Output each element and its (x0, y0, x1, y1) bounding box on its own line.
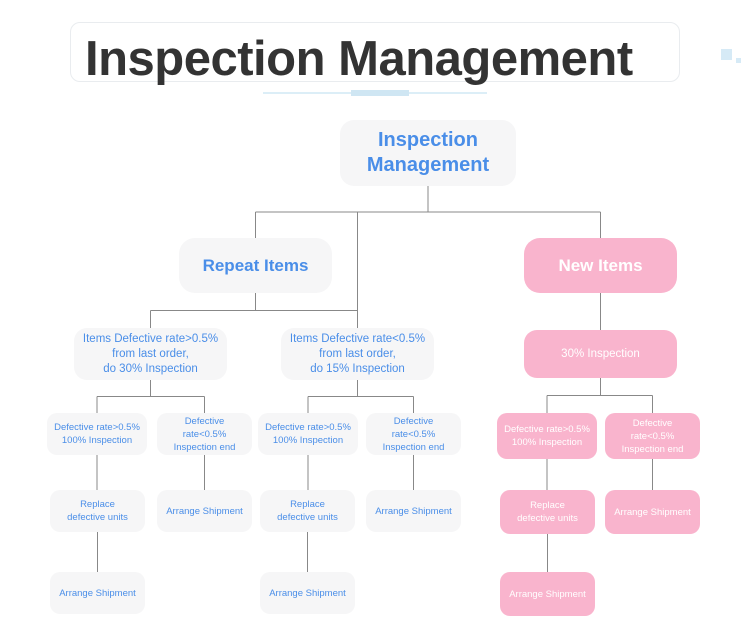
flow-node-new-a-end[interactable]: Arrange Shipment (500, 572, 595, 616)
flow-node-label: Arrange Shipment (375, 505, 452, 518)
flow-node-rep-a-lt[interactable]: Defective rate<0.5% Inspection end (157, 413, 252, 455)
flow-node-new-a-lt[interactable]: Defective rate<0.5% Inspection end (605, 413, 700, 459)
flow-node-label: Defective rate<0.5% Inspection end (611, 417, 694, 456)
decorative-square-small-icon (736, 58, 741, 63)
flow-node-label: Replace defective units (277, 498, 338, 524)
flow-node-label: Arrange Shipment (269, 587, 346, 600)
flow-node-repeat[interactable]: Repeat Items (179, 238, 332, 293)
flow-node-new-a-rep[interactable]: Replace defective units (500, 490, 595, 534)
flow-node-new-a-gt[interactable]: Defective rate>0.5% 100% Inspection (497, 413, 597, 459)
flow-node-label: Defective rate>0.5% 100% Inspection (54, 421, 140, 447)
flow-node-rep-b-gt[interactable]: Defective rate>0.5% 100% Inspection (258, 413, 358, 455)
page-title: Inspection Management (85, 26, 705, 92)
flow-node-label: Items Defective rate>0.5% from last orde… (83, 332, 218, 377)
flow-node-label: Defective rate>0.5% 100% Inspection (265, 421, 351, 447)
flow-node-label: 30% Inspection (561, 347, 640, 362)
flow-node-rep-a-ship[interactable]: Arrange Shipment (157, 490, 252, 532)
title-underline (263, 90, 487, 96)
flow-node-label: Defective rate>0.5% 100% Inspection (504, 423, 590, 449)
flow-node-rep-b-ship[interactable]: Arrange Shipment (366, 490, 461, 532)
flow-node-new[interactable]: New Items (524, 238, 677, 293)
flow-node-rep-b[interactable]: Items Defective rate<0.5% from last orde… (281, 328, 434, 380)
flow-node-label: Items Defective rate<0.5% from last orde… (290, 332, 425, 377)
flow-node-label: Replace defective units (517, 499, 578, 525)
flow-node-new-a-ship[interactable]: Arrange Shipment (605, 490, 700, 534)
flow-node-label: Repeat Items (203, 255, 309, 277)
flow-node-label: Arrange Shipment (509, 588, 586, 601)
flow-node-label: Arrange Shipment (59, 587, 136, 600)
flow-node-rep-b-end[interactable]: Arrange Shipment (260, 572, 355, 614)
flow-node-label: Arrange Shipment (614, 506, 691, 519)
flow-node-root[interactable]: Inspection Management (340, 120, 516, 186)
flow-node-label: Defective rate<0.5% Inspection end (372, 415, 455, 454)
decorative-square-icon (721, 49, 732, 60)
flow-node-rep-a-end[interactable]: Arrange Shipment (50, 572, 145, 614)
flow-node-label: New Items (558, 255, 642, 277)
flow-node-rep-b-rep[interactable]: Replace defective units (260, 490, 355, 532)
flow-node-label: Replace defective units (67, 498, 128, 524)
flow-node-label: Defective rate<0.5% Inspection end (163, 415, 246, 454)
flow-node-label: Inspection Management (367, 128, 489, 178)
flow-node-rep-b-lt[interactable]: Defective rate<0.5% Inspection end (366, 413, 461, 455)
flow-node-rep-a-gt[interactable]: Defective rate>0.5% 100% Inspection (47, 413, 147, 455)
title-underline-accent (351, 90, 409, 96)
flow-node-rep-a-rep[interactable]: Replace defective units (50, 490, 145, 532)
flow-node-new-a[interactable]: 30% Inspection (524, 330, 677, 378)
flow-node-rep-a[interactable]: Items Defective rate>0.5% from last orde… (74, 328, 227, 380)
flow-node-label: Arrange Shipment (166, 505, 243, 518)
